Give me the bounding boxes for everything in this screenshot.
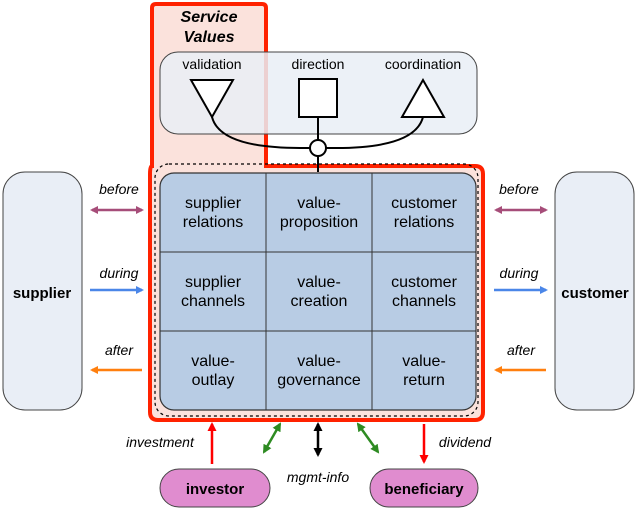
beneficiary-label: beneficiary	[384, 481, 464, 498]
beneficiary-green-arrow	[356, 422, 380, 454]
investor-box	[159, 468, 271, 508]
customer-label: customer	[561, 285, 629, 302]
left-after-label: after	[105, 342, 134, 358]
mgmt-info-label: mgmt-info	[287, 469, 349, 485]
join-node-icon	[309, 139, 327, 157]
dashed-boundary	[154, 163, 479, 417]
right-during-label: during	[500, 265, 539, 281]
right-after-label: after	[507, 342, 536, 358]
investor-label: investor	[186, 481, 245, 498]
title-line-1: Service	[181, 9, 238, 26]
grid-background	[159, 172, 477, 411]
dividend-label: dividend	[439, 434, 492, 450]
investment-label: investment	[126, 434, 195, 450]
investor-green-arrow	[262, 422, 282, 454]
cell-value-return: value-return	[402, 353, 446, 389]
value-label-coordination: coordination	[385, 56, 461, 72]
value-label-direction: direction	[292, 56, 345, 72]
right-before-label: before	[499, 181, 539, 197]
cell-value-proposition: value-proposition	[280, 195, 358, 231]
left-during-label: during	[100, 265, 139, 281]
validation-connector	[211, 116, 310, 149]
title-line-2: Values	[184, 29, 235, 46]
beneficiary-box	[369, 468, 479, 508]
cell-value-outlay: value-outlay	[191, 353, 235, 389]
coordination-connector	[326, 116, 424, 149]
supplier-label: supplier	[13, 285, 72, 302]
cell-value-creation: value-creation	[291, 274, 348, 310]
customer-box	[554, 171, 635, 411]
validation-triangle-down-icon	[189, 79, 235, 120]
cell-value-governance: value-governance	[277, 353, 361, 389]
value-label-validation: validation	[182, 56, 241, 72]
direction-square-icon	[298, 78, 338, 118]
supplier-box	[2, 171, 83, 411]
left-before-label: before	[99, 181, 139, 197]
